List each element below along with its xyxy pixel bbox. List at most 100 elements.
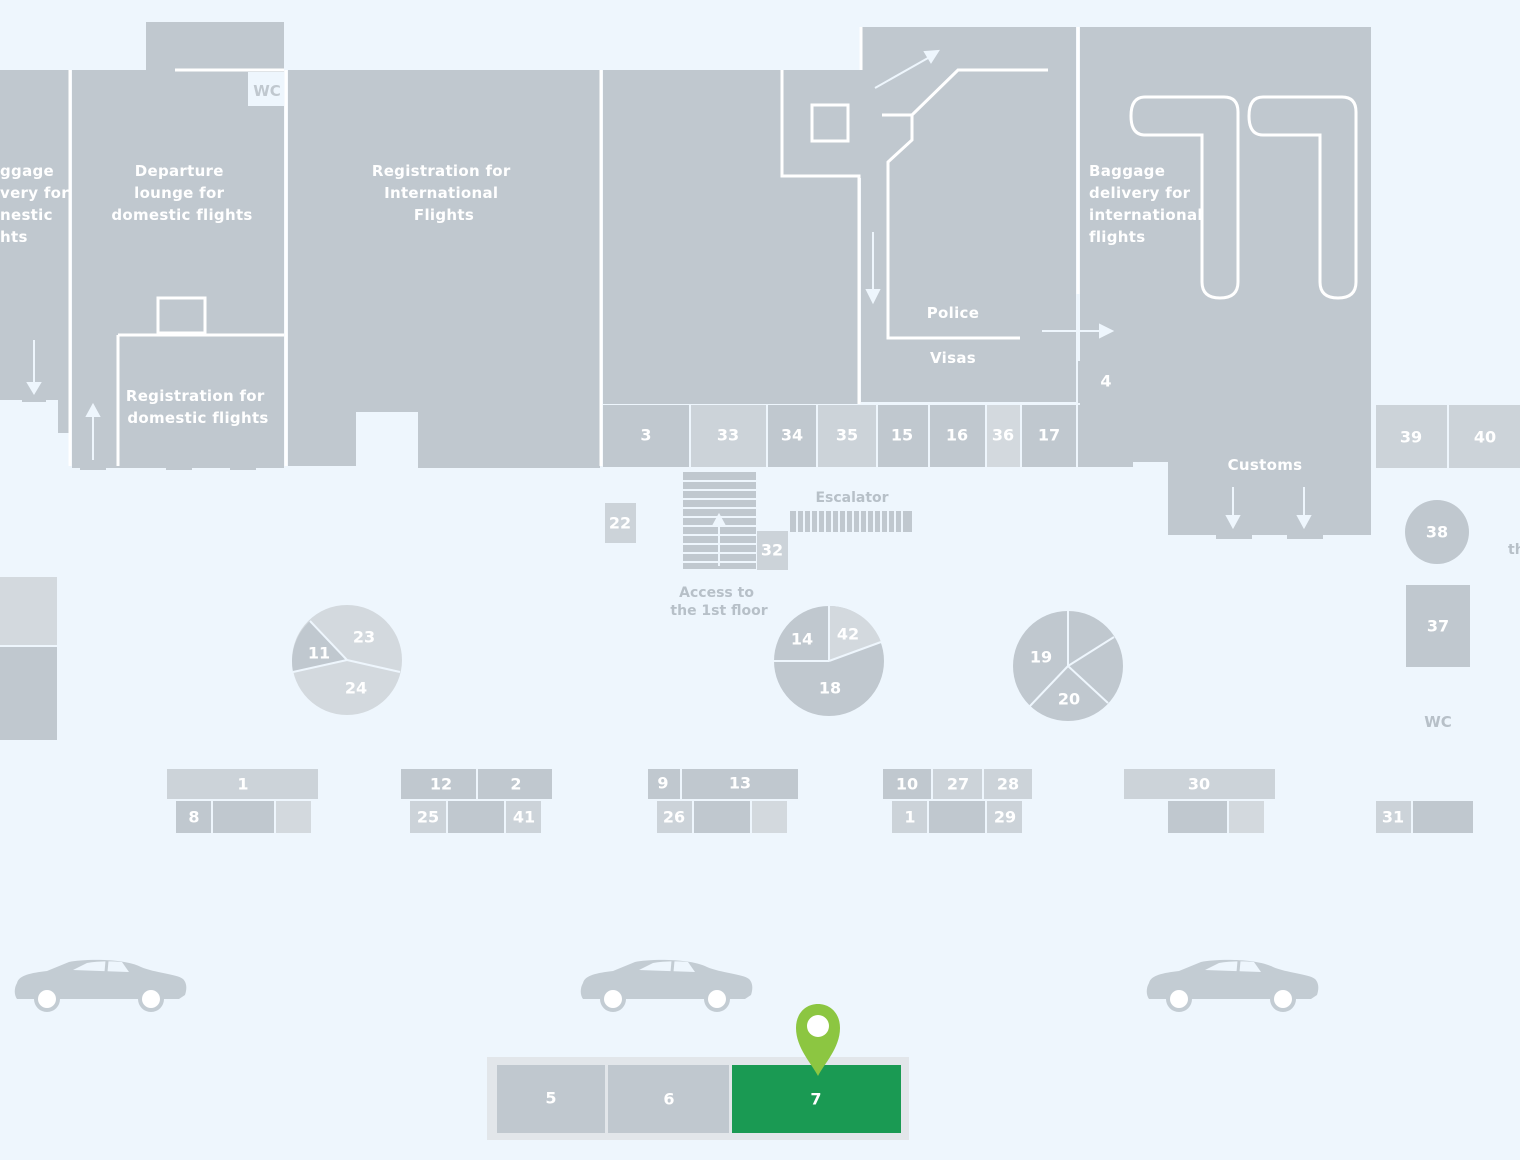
kiosk-blank[interactable] xyxy=(752,801,787,833)
counter-36-label: 36 xyxy=(992,426,1014,445)
left-block-upper[interactable] xyxy=(0,577,57,645)
kiosk-12[interactable] xyxy=(401,769,476,799)
kiosk-9-label: 9 xyxy=(657,774,668,793)
counter-3-label: 3 xyxy=(640,426,651,445)
kiosk-26-label: 26 xyxy=(663,808,685,827)
stairs[interactable] xyxy=(683,472,756,569)
left-block-lower[interactable] xyxy=(0,647,57,740)
escalator[interactable] xyxy=(790,511,912,532)
kiosk-1b-label: 1 xyxy=(904,808,915,827)
location-pin-icon xyxy=(796,1004,840,1076)
wc-top-label: WC xyxy=(253,82,281,100)
room-registration-international[interactable] xyxy=(288,70,600,412)
counter-33-label: 33 xyxy=(717,426,739,445)
escalator-label: Escalator xyxy=(815,490,888,506)
baggage-international-label: Baggage delivery for international fligh… xyxy=(1089,162,1208,246)
room-4[interactable] xyxy=(1078,361,1133,403)
kiosk-blank[interactable] xyxy=(213,801,274,833)
room-labels: ggage very for nestic hts Departure loun… xyxy=(0,162,1302,474)
parking-spot-6-label: 6 xyxy=(663,1090,674,1109)
kiosk-41-label: 41 xyxy=(513,808,535,827)
police-label: Police xyxy=(927,304,979,322)
cut-edge-label: th xyxy=(1508,542,1520,558)
kiosk-blank[interactable] xyxy=(1168,801,1227,833)
kiosk-blank[interactable] xyxy=(929,801,985,833)
parking-spot-5[interactable] xyxy=(497,1065,605,1133)
room-police-visas[interactable] xyxy=(861,27,1076,402)
seat-11-label: 11 xyxy=(308,644,330,663)
kiosk-8-label: 8 xyxy=(188,808,199,827)
interior-walls xyxy=(68,27,1358,466)
counter-35-label: 35 xyxy=(836,426,858,445)
counter-34[interactable] xyxy=(768,405,816,467)
counter-34-label: 34 xyxy=(781,426,803,445)
counter-39-label: 39 xyxy=(1400,428,1422,447)
counter-36[interactable] xyxy=(987,405,1020,467)
kiosk-group-4: 10 27 28 1 29 xyxy=(883,769,1032,833)
kiosk-29[interactable] xyxy=(987,801,1022,833)
kiosk-41[interactable] xyxy=(506,801,541,833)
kiosk-blank[interactable] xyxy=(276,801,311,833)
car-icon xyxy=(13,958,188,1014)
kiosk-28[interactable] xyxy=(984,769,1032,799)
kiosk-26[interactable] xyxy=(657,801,692,833)
kiosk-31-label: 31 xyxy=(1382,808,1404,827)
kiosk-30-label: 30 xyxy=(1188,775,1210,794)
counter-40[interactable] xyxy=(1449,405,1520,468)
baggage-domestic-label: ggage very for nestic hts xyxy=(0,162,75,246)
kiosk-blank[interactable] xyxy=(1229,801,1264,833)
kiosk-2[interactable] xyxy=(478,769,552,799)
kiosk-13[interactable] xyxy=(682,769,798,799)
kiosk-9[interactable] xyxy=(648,769,680,799)
arrow-icon xyxy=(26,49,1312,530)
counter-3[interactable] xyxy=(603,405,689,467)
kiosk-29-label: 29 xyxy=(994,808,1016,827)
counter-33[interactable] xyxy=(691,405,766,467)
round-table-2[interactable]: 14 42 18 xyxy=(774,605,884,716)
room-customs[interactable] xyxy=(1168,460,1371,535)
kiosk-37[interactable] xyxy=(1406,585,1470,667)
kiosk-blank[interactable] xyxy=(448,801,504,833)
wc-top-block xyxy=(248,72,284,106)
kiosk-22-label: 22 xyxy=(609,514,631,533)
visas-label: Visas xyxy=(930,349,976,367)
kiosk-1b[interactable] xyxy=(892,801,927,833)
kiosk-25[interactable] xyxy=(410,801,446,833)
round-table-3[interactable]: 19 20 xyxy=(1013,611,1123,721)
seat-14-label: 14 xyxy=(791,630,813,649)
room-registration-domestic[interactable] xyxy=(118,335,284,466)
kiosk-group-1: 1 8 xyxy=(167,769,318,833)
kiosk-blank[interactable] xyxy=(1413,801,1473,833)
parking-spot-7-label: 7 xyxy=(810,1090,821,1109)
kiosk-10[interactable] xyxy=(883,769,931,799)
parking-spot-7[interactable] xyxy=(732,1065,901,1133)
kiosk-28-label: 28 xyxy=(997,775,1019,794)
seat-18-label: 18 xyxy=(819,679,841,698)
counter-17[interactable] xyxy=(1022,405,1076,467)
counter-39[interactable] xyxy=(1376,405,1447,468)
parking-spot-6[interactable] xyxy=(608,1065,729,1133)
registration-domestic-label: Registration for domestic flights xyxy=(126,387,270,427)
kiosk-30[interactable] xyxy=(1124,769,1275,799)
kiosk-13-label: 13 xyxy=(729,774,751,793)
door-stubs xyxy=(22,398,1323,539)
counter-16[interactable] xyxy=(930,405,985,467)
counter-15[interactable] xyxy=(878,405,928,467)
room-4-label: 4 xyxy=(1100,372,1111,391)
round-table-1[interactable]: 11 23 24 xyxy=(292,605,402,715)
kiosk-blank[interactable] xyxy=(694,801,750,833)
counter-17-label: 17 xyxy=(1038,426,1060,445)
kiosk-37-label: 37 xyxy=(1427,617,1449,636)
counter-35[interactable] xyxy=(818,405,876,467)
seat-19-label: 19 xyxy=(1030,648,1052,667)
kiosk-22[interactable] xyxy=(605,503,636,543)
kiosk-27[interactable] xyxy=(933,769,982,799)
kiosk-38[interactable] xyxy=(1405,500,1469,564)
kiosk-27-label: 27 xyxy=(947,775,969,794)
kiosk-1[interactable] xyxy=(167,769,318,799)
car-icon xyxy=(1145,958,1320,1014)
kiosk-31[interactable] xyxy=(1376,801,1411,833)
kiosk-32[interactable] xyxy=(757,531,788,570)
kiosk-8[interactable] xyxy=(176,801,211,833)
parking-spot-5-label: 5 xyxy=(545,1089,556,1108)
